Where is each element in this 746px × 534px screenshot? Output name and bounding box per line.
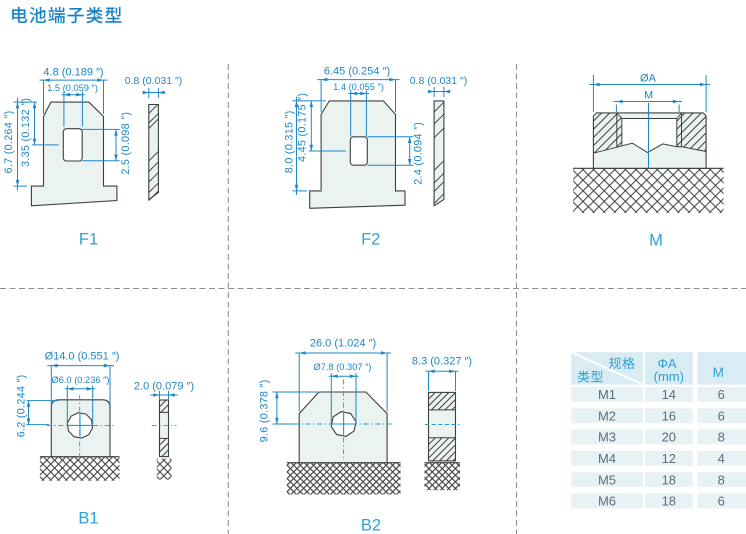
svg-text:4.45 (0.175 ″): 4.45 (0.175 ″) <box>297 93 309 162</box>
svg-text:12: 12 <box>662 451 676 466</box>
svg-text:18: 18 <box>662 494 676 509</box>
svg-text:ΦA: ΦA <box>657 356 676 371</box>
svg-text:8: 8 <box>718 472 725 487</box>
svg-text:2.4 (0.094 ″): 2.4 (0.094 ″) <box>413 122 425 185</box>
svg-text:F2: F2 <box>361 231 380 249</box>
svg-text:M1: M1 <box>598 387 616 402</box>
svg-text:8.0 (0.315 ″): 8.0 (0.315 ″) <box>284 110 296 173</box>
svg-text:M: M <box>649 231 663 249</box>
svg-text:ØA: ØA <box>640 73 657 85</box>
svg-text:16: 16 <box>662 408 676 423</box>
svg-text:Ø6.0 (0.236 ″): Ø6.0 (0.236 ″) <box>51 375 109 385</box>
svg-text:18: 18 <box>662 472 676 487</box>
svg-text:M: M <box>713 365 724 380</box>
svg-text:6: 6 <box>718 494 725 509</box>
svg-text:2.0 (0.079 ″): 2.0 (0.079 ″) <box>134 381 194 393</box>
svg-text:B1: B1 <box>78 509 98 527</box>
svg-text:6.45 (0.254 ″): 6.45 (0.254 ″) <box>324 66 390 78</box>
svg-text:0.8 (0.031 ″): 0.8 (0.031 ″) <box>125 75 182 87</box>
svg-text:3.35 (0.132 ″): 3.35 (0.132 ″) <box>20 98 32 167</box>
svg-text:2.5 (0.098 ″): 2.5 (0.098 ″) <box>120 112 132 175</box>
svg-text:6: 6 <box>718 387 725 402</box>
svg-text:20: 20 <box>662 430 676 445</box>
svg-text:26.0 (1.024 ″): 26.0 (1.024 ″) <box>310 337 376 349</box>
svg-text:4: 4 <box>718 451 725 466</box>
svg-text:M6: M6 <box>598 494 616 509</box>
svg-text:1.5 (0.059 ″): 1.5 (0.059 ″) <box>47 83 98 93</box>
svg-text:8.3 (0.327 ″): 8.3 (0.327 ″) <box>412 356 472 368</box>
svg-text:(mm): (mm) <box>654 369 684 384</box>
svg-text:6.7 (0.264 ″): 6.7 (0.264 ″) <box>3 111 15 174</box>
svg-text:M5: M5 <box>598 472 616 487</box>
svg-text:M2: M2 <box>598 408 616 423</box>
svg-text:M4: M4 <box>598 451 616 466</box>
svg-text:4.8 (0.189 ″): 4.8 (0.189 ″) <box>43 67 103 79</box>
svg-text:8: 8 <box>718 430 725 445</box>
svg-text:Ø14.0 (0.551 ″): Ø14.0 (0.551 ″) <box>45 351 120 363</box>
svg-text:14: 14 <box>662 387 676 402</box>
svg-text:1.4 (0.055 ″): 1.4 (0.055 ″) <box>333 82 384 92</box>
svg-text:0.8 (0.031 ″): 0.8 (0.031 ″) <box>410 75 467 87</box>
svg-text:9.6 (0.378 ″): 9.6 (0.378 ″) <box>259 379 271 442</box>
svg-text:M3: M3 <box>598 430 616 445</box>
svg-text:F1: F1 <box>79 231 98 249</box>
svg-text:M: M <box>644 90 653 102</box>
svg-text:6.2 (0.244 ″): 6.2 (0.244 ″) <box>16 374 28 437</box>
svg-text:B2: B2 <box>361 517 381 534</box>
svg-text:Ø7.8 (0.307 ″): Ø7.8 (0.307 ″) <box>313 362 371 372</box>
svg-text:6: 6 <box>718 408 725 423</box>
